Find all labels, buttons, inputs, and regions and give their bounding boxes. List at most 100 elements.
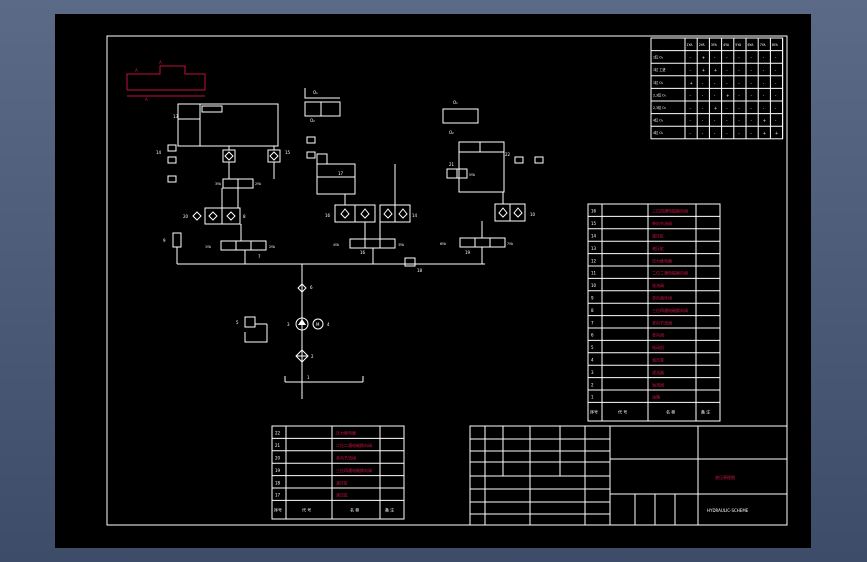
part-no: 17 <box>275 493 281 498</box>
cylinder-group-1: 13 15 2YA 3YA 14 20 8 1YA 2Y <box>156 103 291 264</box>
drawing-title: 液压原理图 <box>715 474 735 480</box>
svg-text:6YA: 6YA <box>440 242 447 246</box>
svg-text:4YA: 4YA <box>333 243 340 247</box>
action-table-cell: - <box>702 118 704 123</box>
action-table-cell: + <box>690 80 693 85</box>
parts-list-frame <box>587 203 721 422</box>
part-no: 1 <box>591 395 594 400</box>
action-table-row-label: 1缸 工进 <box>653 67 666 72</box>
part-name: 三位四通电磁换向阀 <box>336 467 372 473</box>
action-table-cell: + <box>775 131 778 136</box>
motion-sketch-bottom-label: A <box>145 97 148 102</box>
svg-text:2: 2 <box>311 354 314 359</box>
parts-header-qty: 备 注 <box>385 507 394 513</box>
svg-text:9: 9 <box>163 238 166 243</box>
part-no: 8 <box>591 308 594 313</box>
action-table-cell: - <box>751 93 753 98</box>
svg-text:3: 3 <box>287 322 290 327</box>
svg-text:7YA: 7YA <box>507 242 514 246</box>
drawing-code: HYDRAULIC-SCHEME <box>707 508 749 513</box>
action-table-cell: - <box>751 55 753 60</box>
part-name: 三位四通电磁换向阀 <box>652 307 688 313</box>
cad-viewport[interactable]: A A A 13 15 2YA 3YA 14 20 <box>55 14 811 548</box>
part-no: 3 <box>591 370 594 375</box>
action-table-cell: - <box>775 80 777 85</box>
parts-header-no: 序号 <box>274 507 282 513</box>
part-no: 11 <box>591 271 597 276</box>
parts-header-name: 名 称 <box>350 507 359 513</box>
part-no: 22 <box>275 431 281 436</box>
part-no: 14 <box>591 233 597 238</box>
action-table-cell: - <box>775 106 777 111</box>
part-name: 单向节流阀 <box>652 319 672 325</box>
action-table-cell: - <box>702 131 704 136</box>
motion-sketch-small-label: A <box>135 68 138 73</box>
action-table-cell: - <box>690 131 692 136</box>
motion-sketch: A A A <box>126 60 206 102</box>
action-table-cell: - <box>690 118 692 123</box>
svg-text:21: 21 <box>449 162 455 167</box>
action-table-cell: - <box>751 68 753 73</box>
motion-sketch-top-label: A <box>159 60 162 65</box>
action-table-cell: - <box>714 55 716 60</box>
part-name: 二位二通电磁换向阀 <box>336 442 372 448</box>
svg-text:22: 22 <box>505 152 511 157</box>
part-no: 2 <box>591 382 594 387</box>
action-table-col-header: 2YA <box>699 43 706 47</box>
action-table-cell: - <box>726 118 728 123</box>
pump-unit: 18 6 M 3 4 5 2 1 <box>176 247 485 399</box>
part-name: 油箱 <box>652 394 660 400</box>
parts-header-code: 代 号 <box>302 507 311 513</box>
action-table-cell: - <box>690 106 692 111</box>
part-name: 滤油器 <box>652 369 664 375</box>
part-name: 液压缸 <box>652 232 664 238</box>
cyl3-extend-label: O₁ <box>453 100 458 105</box>
hydraulic-drawing: A A A 13 15 2YA 3YA 14 20 <box>106 35 788 526</box>
action-table-cell: - <box>775 68 777 73</box>
action-table-cell: - <box>702 106 704 111</box>
action-table-cell: - <box>751 80 753 85</box>
action-table-row-label: 1缸 O₁ <box>653 55 664 60</box>
action-table-cell: - <box>763 80 765 85</box>
action-table-cell: - <box>775 118 777 123</box>
cyl3-retract-label: O₂ <box>449 130 454 135</box>
part-no: 21 <box>275 443 281 448</box>
svg-text:8: 8 <box>243 214 246 219</box>
svg-text:20: 20 <box>183 214 189 219</box>
part-name: 液压缸 <box>336 479 348 485</box>
action-table-cell: - <box>726 106 728 111</box>
action-table-cell: - <box>775 55 777 60</box>
part-name: 二位二通电磁换向阀 <box>652 270 688 276</box>
svg-text:16: 16 <box>325 213 331 218</box>
part-no: 15 <box>591 221 597 226</box>
svg-text:3YA: 3YA <box>398 243 405 247</box>
action-table-cell: + <box>763 131 766 136</box>
action-table-cell: + <box>714 68 717 73</box>
action-table-col-header: 7YA <box>760 43 767 47</box>
svg-text:1: 1 <box>307 375 310 380</box>
action-table-cell: - <box>726 68 728 73</box>
action-table-cell: - <box>738 118 740 123</box>
action-table-col-header: 5YA <box>735 43 742 47</box>
part-name: 溢流阀 <box>652 282 664 288</box>
part-no: 18 <box>275 480 281 485</box>
action-table-row-label: 4缸 O₁ <box>653 118 664 123</box>
action-table-cell: - <box>738 55 740 60</box>
action-table-row-label: 4缸 O₂ <box>653 130 664 135</box>
part-no: 5 <box>591 345 594 350</box>
action-table-cell: + <box>726 93 729 98</box>
part-name: 液压泵 <box>652 356 664 362</box>
part-name: 压力继电器 <box>336 430 356 436</box>
action-table-cell: - <box>726 55 728 60</box>
part-name: 液压缸 <box>652 245 664 251</box>
svg-text:M: M <box>316 322 320 327</box>
action-table-col-header: 4YA <box>723 43 730 47</box>
action-table-cell: - <box>763 55 765 60</box>
action-table-cell: - <box>702 80 704 85</box>
parts-header-code: 代 号 <box>618 409 627 415</box>
svg-text:14: 14 <box>156 150 162 155</box>
part-no: 19 <box>275 468 281 473</box>
parts-lower-frame <box>271 425 405 520</box>
